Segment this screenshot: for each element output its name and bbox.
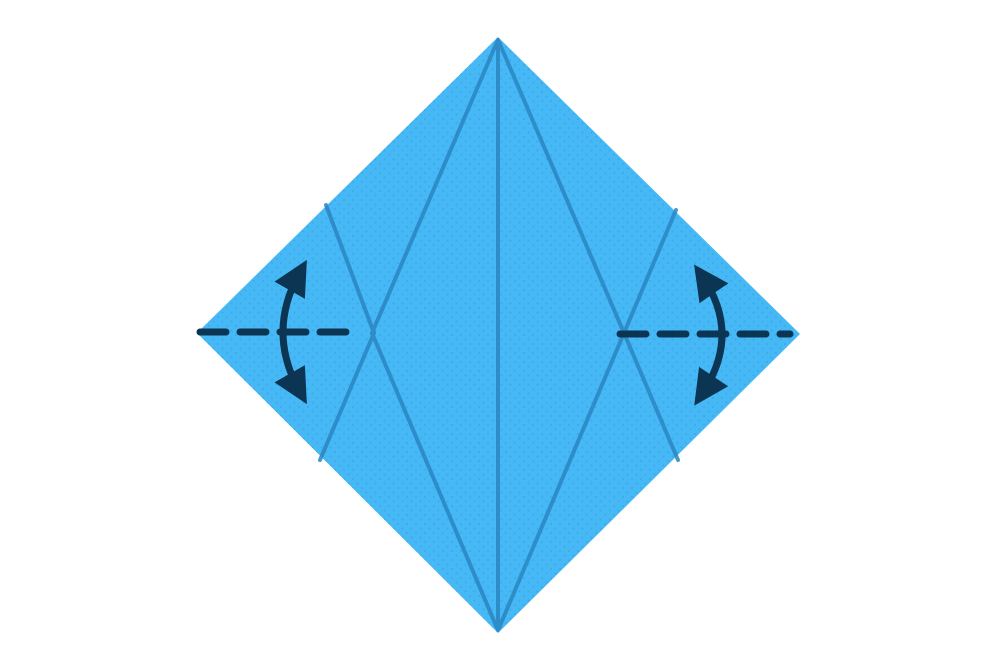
fold-and-unfold-arrow-icon xyxy=(694,264,729,406)
crease-lines xyxy=(318,38,680,632)
crease-right-upper-flap xyxy=(622,208,678,335)
left-fold-marks xyxy=(196,259,362,405)
crease-right-upper-diagonal xyxy=(497,40,626,335)
crease-left-upper-diagonal xyxy=(370,40,499,335)
right-fold-marks xyxy=(616,264,794,406)
crease-left-upper-flap xyxy=(324,203,376,335)
crease-right-lower-flap xyxy=(622,331,680,462)
fold-and-unfold-arrow-icon xyxy=(274,259,307,405)
crease-left-lower-flap xyxy=(318,331,376,462)
crease-right-lower-diagonal xyxy=(497,331,626,630)
crease-left-lower-diagonal xyxy=(370,331,499,630)
